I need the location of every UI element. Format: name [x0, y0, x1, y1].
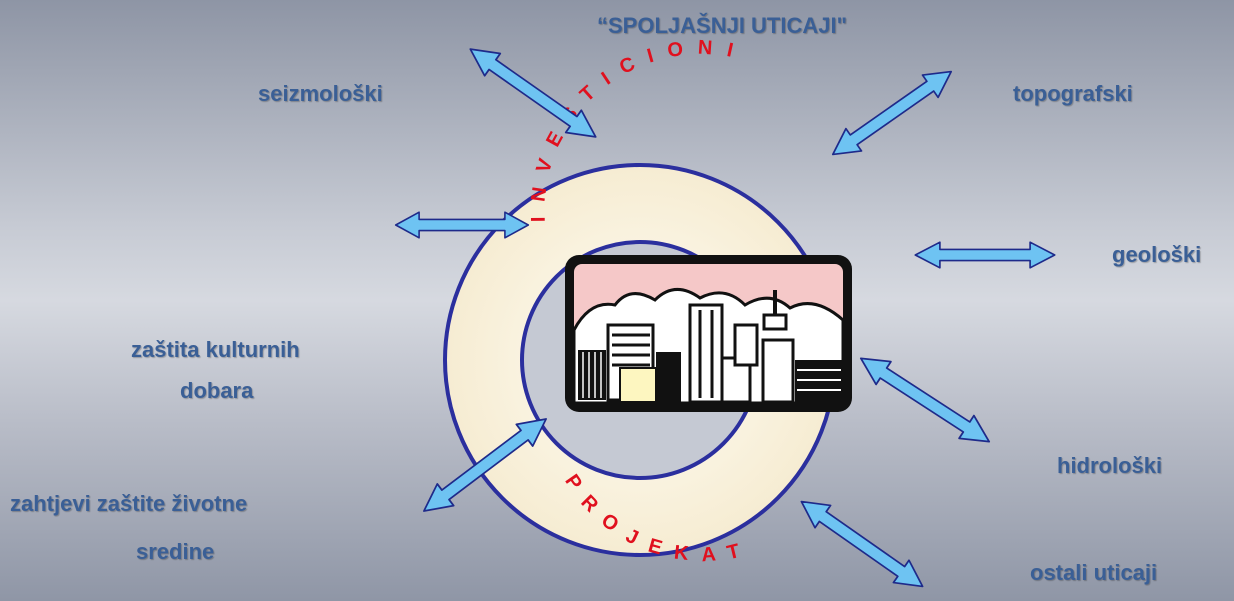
label-topografski: topografski: [1013, 81, 1133, 106]
arrow-geoloski-icon: [914, 241, 1056, 269]
label-okolina-2: sredine: [136, 539, 215, 564]
city-skyline-icon: [565, 255, 852, 412]
label-seizmoloski: seizmološki: [258, 81, 383, 106]
label-okolina-1: zahtjevi zaštite životne: [10, 491, 248, 516]
label-kulturna-1: zaštita kulturnih: [131, 337, 300, 362]
arrow-hidroloski-icon: [852, 346, 998, 454]
arrow-left-icon: [394, 211, 530, 239]
arrow-ostali-icon: [792, 489, 932, 599]
diagram-title: “SPOLJAŠNJI UTICAJI": [597, 13, 848, 38]
label-hidroloski: hidrološki: [1057, 453, 1163, 478]
arrow-topografski-icon: [824, 59, 960, 167]
label-ostali: ostali uticaji: [1030, 560, 1158, 585]
label-kulturna-2: dobara: [180, 378, 254, 403]
label-geoloski: geološki: [1112, 242, 1202, 267]
